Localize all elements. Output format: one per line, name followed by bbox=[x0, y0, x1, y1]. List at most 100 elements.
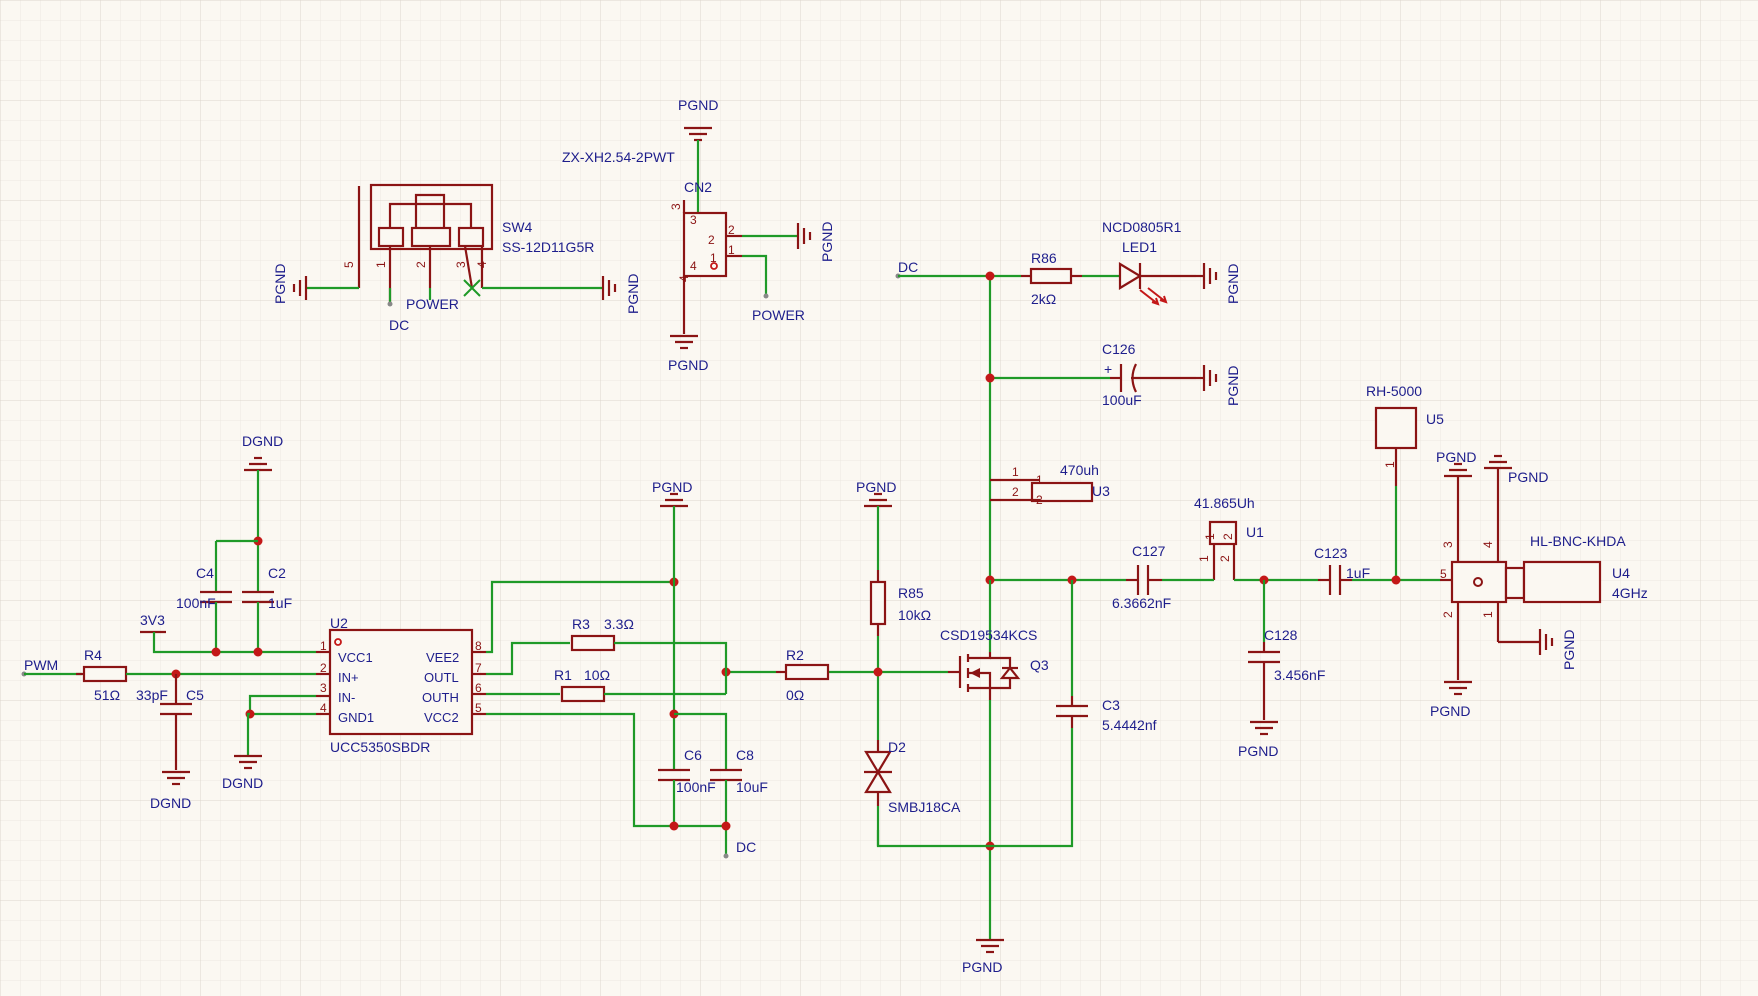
c127-capacitor[interactable] bbox=[1126, 565, 1162, 595]
pgnd-label-u4-top-right: PGND bbox=[1508, 469, 1548, 485]
pgnd-symbol-q3-bottom bbox=[976, 938, 1004, 954]
u2-pin4-num: 4 bbox=[320, 701, 327, 715]
r85-value: 10kΩ bbox=[898, 607, 931, 623]
u3-pin2-outer: 2 bbox=[1012, 485, 1019, 499]
d2-tvs-diode[interactable] bbox=[864, 740, 892, 806]
c128-ref: C128 bbox=[1264, 627, 1298, 643]
u2-pin8-name: VEE2 bbox=[426, 650, 459, 665]
c4-value: 100nF bbox=[176, 595, 216, 611]
u4-bnc-connector[interactable]: 5 3 4 2 1 bbox=[1440, 468, 1602, 680]
pgnd-label-c6-top: PGND bbox=[652, 479, 692, 495]
led1-ref: LED1 bbox=[1122, 239, 1157, 255]
pgnd-symbol-u4-right bbox=[1538, 629, 1554, 655]
junction bbox=[985, 271, 995, 281]
pgnd-label-q3-bottom: PGND bbox=[962, 959, 1002, 975]
u1-value: 41.865Uh bbox=[1194, 495, 1255, 511]
cn2-pin1-outer: 1 bbox=[728, 243, 735, 257]
c123-capacitor[interactable] bbox=[1318, 565, 1352, 595]
led1-diode[interactable] bbox=[1118, 262, 1196, 306]
c8-ref: C8 bbox=[736, 747, 754, 763]
v3v3-label: 3V3 bbox=[140, 612, 165, 628]
u2-pin6-name: OUTH bbox=[422, 690, 459, 705]
dc-label-sw4: DC bbox=[389, 317, 409, 333]
cn2-connector[interactable]: 3 4 2 1 2 1 4 3 bbox=[669, 200, 742, 296]
u2-pin4-name: GND1 bbox=[338, 710, 374, 725]
c126-ref: C126 bbox=[1102, 341, 1136, 357]
c3-value: 5.4442nf bbox=[1102, 717, 1157, 733]
cn2-pin3-inner: 3 bbox=[690, 213, 697, 227]
u1-pin2-inner: 2 bbox=[1221, 533, 1235, 540]
c6-ref: C6 bbox=[684, 747, 702, 763]
dc-label-bottom: DC bbox=[736, 839, 756, 855]
c5-ref: C5 bbox=[186, 687, 204, 703]
u1-pin2: 2 bbox=[1218, 555, 1232, 562]
sw4-value: SS-12D11G5R bbox=[502, 239, 594, 255]
u1-inductor[interactable]: 1 2 1 2 bbox=[1197, 520, 1238, 580]
junction bbox=[721, 821, 731, 831]
pgnd-symbol-sw4-left bbox=[292, 276, 308, 300]
dgnd-symbol-c5 bbox=[162, 770, 190, 786]
u5-component[interactable]: 1 bbox=[1374, 406, 1418, 486]
cn2-pin2-inner: 2 bbox=[708, 233, 715, 247]
d2-value: SMBJ18CA bbox=[888, 799, 961, 815]
u3-ref: U3 bbox=[1092, 483, 1110, 499]
r1-resistor[interactable] bbox=[560, 685, 606, 703]
power-label-cn2: POWER bbox=[752, 307, 805, 323]
q3-mosfet[interactable] bbox=[948, 652, 1021, 700]
dgnd-symbol-u2 bbox=[234, 754, 262, 770]
u1-pin1-inner: 1 bbox=[1203, 533, 1217, 540]
u2-value: UCC5350SBDR bbox=[330, 739, 430, 755]
junction bbox=[253, 647, 263, 657]
pgnd-label-c126: PGND bbox=[1225, 366, 1241, 406]
u2-pin1-num: 1 bbox=[320, 639, 327, 653]
u4-pin5: 5 bbox=[1440, 567, 1447, 581]
led1-value: NCD0805R1 bbox=[1102, 219, 1182, 235]
u4-pin2: 2 bbox=[1441, 611, 1455, 618]
dgnd-label-top: DGND bbox=[242, 433, 283, 449]
r3-value: 3.3Ω bbox=[604, 616, 634, 632]
sw4-pin3: 3 bbox=[454, 261, 468, 268]
u2-pin5-name: VCC2 bbox=[424, 710, 459, 725]
c5-capacitor[interactable] bbox=[160, 674, 192, 770]
sw4-pin1: 1 bbox=[374, 261, 388, 268]
c128-capacitor[interactable] bbox=[1248, 642, 1280, 720]
pgnd-symbol-cn2-bottom bbox=[670, 334, 698, 350]
junction bbox=[985, 373, 995, 383]
cn2-value: ZX-XH2.54-2PWT bbox=[562, 149, 675, 165]
u2-pin2-num: 2 bbox=[320, 661, 327, 675]
sw4-switch[interactable]: 5 1 2 3 4 SW4 SS-12D11G5R bbox=[342, 183, 594, 304]
c3-capacitor[interactable] bbox=[1056, 696, 1088, 728]
u3-inductor[interactable]: 1 2 1 2 bbox=[990, 465, 1094, 507]
u2-pin7-name: OUTL bbox=[424, 670, 459, 685]
d2-ref: D2 bbox=[888, 739, 906, 755]
cn2-ref: CN2 bbox=[684, 179, 712, 195]
junction bbox=[873, 667, 883, 677]
pgnd-label-cn2-top: PGND bbox=[678, 97, 718, 113]
pgnd-symbol-u4-top-right bbox=[1484, 454, 1512, 470]
r86-resistor[interactable] bbox=[1021, 267, 1082, 285]
sw4-pin5: 5 bbox=[342, 261, 356, 268]
junction bbox=[211, 647, 221, 657]
dc-label-top: DC bbox=[898, 259, 918, 275]
u2-gate-driver[interactable]: 1 2 3 4 VCC1 IN+ IN- GND1 8 7 6 5 VEE2 O… bbox=[316, 628, 486, 736]
c128-value: 3.456nF bbox=[1274, 667, 1325, 683]
r4-resistor[interactable] bbox=[76, 665, 128, 683]
r2-ref: R2 bbox=[786, 647, 804, 663]
u2-pin5-num: 5 bbox=[475, 701, 482, 715]
u3-pin1-inner: 1 bbox=[1036, 473, 1043, 487]
u3-value: 470uh bbox=[1060, 462, 1099, 478]
dgnd-label-c5: DGND bbox=[150, 795, 191, 811]
u4-pin4: 4 bbox=[1481, 541, 1495, 548]
pwm-label: PWM bbox=[24, 657, 58, 673]
r3-resistor[interactable] bbox=[570, 634, 616, 652]
r2-resistor[interactable] bbox=[776, 663, 830, 681]
cn2-pin2-outer: 2 bbox=[728, 223, 735, 237]
junction bbox=[1391, 575, 1401, 585]
r85-resistor[interactable] bbox=[869, 570, 887, 636]
cn2-pin3: 3 bbox=[669, 203, 683, 210]
c123-ref: C123 bbox=[1314, 545, 1348, 561]
pgnd-symbol-sw4-right bbox=[601, 276, 617, 300]
c126-capacitor[interactable] bbox=[1110, 363, 1196, 393]
c123-value: 1uF bbox=[1346, 565, 1370, 581]
